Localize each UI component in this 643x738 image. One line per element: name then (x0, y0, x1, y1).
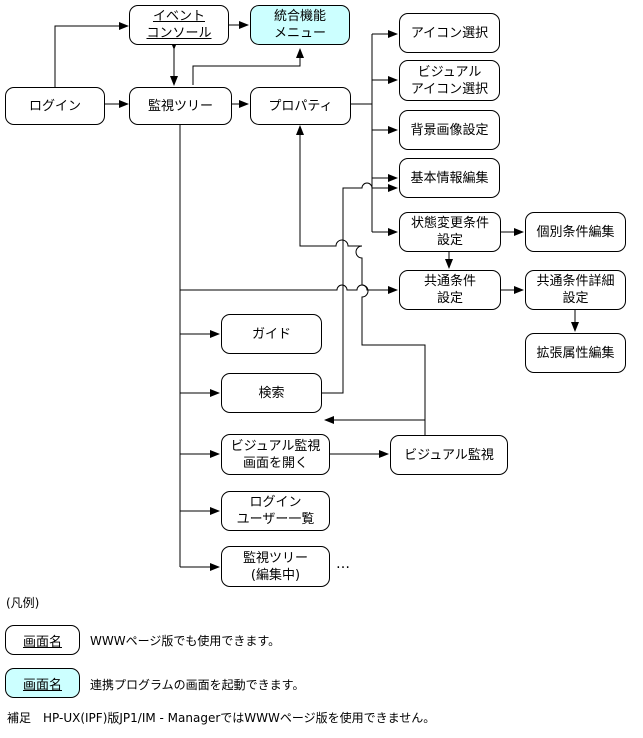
edge-login-to-event-console (54, 22, 129, 87)
node-label: アイコン選択 (410, 81, 489, 97)
node-integrated-menu[interactable]: 統合機能 メニュー (250, 5, 350, 45)
node-label: 共通条件詳細 (536, 274, 615, 289)
node-properties[interactable]: プロパティ (250, 87, 351, 125)
node-label: 設定 (562, 291, 589, 306)
legend-linked-box-label: 画面名 (22, 677, 62, 693)
node-basic-info-edit[interactable]: 基本情報編集 (399, 158, 500, 198)
supplementary-note: 補足 HP-UX(IPF)版JP1/IM - ManagerではWWWページ版を… (7, 711, 436, 725)
node-icon-select[interactable]: アイコン選択 (399, 13, 500, 53)
node-ext-attr-edit[interactable]: 拡張属性編集 (525, 333, 626, 373)
node-label: (編集中) (250, 567, 301, 583)
node-label: 共通条件 (423, 274, 476, 289)
node-label: ビジュアル (417, 64, 482, 80)
legend-www-box-label: 画面名 (22, 634, 62, 650)
node-label: 監視ツリー (147, 98, 213, 114)
node-label: 検索 (258, 385, 285, 401)
node-label: メニュー (273, 26, 326, 41)
node-login[interactable]: ログイン (5, 87, 105, 125)
node-label: 監視ツリー (242, 550, 308, 566)
node-label: 画面を開く (242, 455, 308, 471)
node-bg-image-settings[interactable]: 背景画像設定 (399, 110, 500, 150)
node-label: 基本情報編集 (410, 170, 489, 186)
node-label: ログイン (249, 495, 302, 510)
node-login-user-list[interactable]: ログイン ユーザー一覧 (221, 491, 330, 531)
node-event-console[interactable]: イベント コンソール (129, 5, 229, 45)
node-label: イベント (152, 9, 205, 24)
edge-visual-monitor-to-properties (296, 125, 426, 435)
node-label: ビジュアル監視 (404, 447, 494, 463)
legend-linked-text: 連携プログラムの画面を起動できます。 (90, 678, 305, 692)
legend-linked-box: 画面名 (5, 668, 80, 698)
node-guide[interactable]: ガイド (221, 314, 322, 354)
node-visual-monitor[interactable]: ビジュアル監視 (390, 435, 508, 475)
node-monitor-tree[interactable]: 監視ツリー (129, 87, 232, 125)
node-open-visual-monitor[interactable]: ビジュアル監視 画面を開く (221, 434, 330, 475)
node-label: 状態変更条件 (410, 216, 489, 231)
node-label: アイコン選択 (410, 25, 489, 41)
node-label: 設定 (436, 291, 463, 306)
edge-search-to-basic-info-edit (322, 182, 398, 394)
node-label: 拡張属性編集 (536, 345, 615, 361)
node-individual-cond-edit[interactable]: 個別条件編集 (525, 212, 626, 252)
node-label: 背景画像設定 (410, 122, 489, 138)
node-label: 統合機能 (273, 9, 326, 24)
node-label: プロパティ (268, 98, 333, 114)
legend-title: (凡例) (6, 596, 40, 610)
node-label: 個別条件編集 (536, 224, 615, 240)
node-label: 設定 (436, 233, 463, 248)
node-label: コンソール (146, 26, 212, 41)
node-common-cond[interactable]: 共通条件 設定 (399, 270, 501, 310)
node-common-cond-detail[interactable]: 共通条件詳細 設定 (525, 270, 626, 310)
legend-www-text: WWWページ版でも使用できます。 (90, 634, 281, 648)
node-visual-icon-select[interactable]: ビジュアル アイコン選択 (399, 60, 500, 101)
more-items-ellipsis: … (336, 556, 350, 572)
node-label: ユーザー一覧 (236, 512, 315, 527)
node-monitor-tree-editing[interactable]: 監視ツリー (編集中) (221, 546, 330, 587)
node-label: ビジュアル監視 (230, 438, 321, 454)
node-search[interactable]: 検索 (221, 373, 322, 413)
edge-monitor-tree-to-menu (192, 48, 304, 85)
node-label: ログイン (28, 98, 81, 114)
node-state-change-cond[interactable]: 状態変更条件 設定 (399, 212, 501, 252)
legend-www-box: 画面名 (5, 625, 80, 655)
node-label: ガイド (251, 326, 291, 342)
